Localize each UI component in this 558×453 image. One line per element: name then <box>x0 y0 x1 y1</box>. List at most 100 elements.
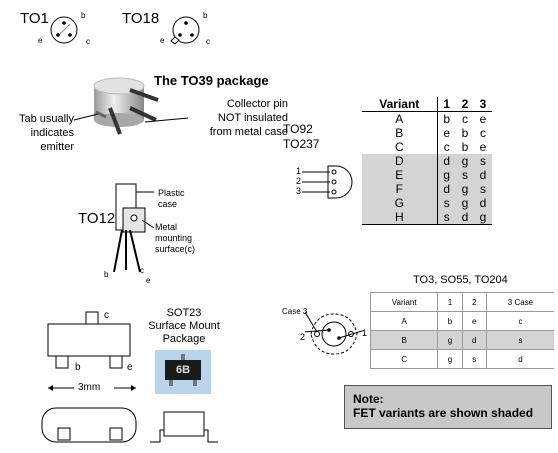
to3-header-cell: Variant <box>369 292 438 312</box>
variant-cell-pin: e <box>479 140 487 154</box>
to18-pin-e: e <box>160 36 165 45</box>
to18-pinout-icon <box>170 16 200 45</box>
sot23-title: SOT23 Surface Mount Package <box>143 307 225 346</box>
variant-cell-pin: g <box>437 168 456 182</box>
to18-pin-c: c <box>206 37 210 46</box>
to18-label: TO18 <box>122 10 160 27</box>
sot23-chip-marking: 6B <box>165 360 201 380</box>
to39-collector-line-1: Collector pin <box>226 98 288 110</box>
to92-pinout-icon <box>302 165 353 199</box>
variant-cell-pin: c <box>479 126 486 140</box>
variant-cell-name: H <box>362 210 438 225</box>
to1-pin-c: c <box>86 37 90 46</box>
to92-label: TO92 TO237 <box>283 122 319 152</box>
to126-metal-surface-note: Metal mounting surface(c) <box>155 222 195 255</box>
to39-title: The TO39 package <box>154 73 269 88</box>
to126-metal-line-1: Metal <box>155 222 178 232</box>
sot23-dimension-label: 3mm <box>78 382 101 393</box>
to3-cell-pin: c <box>485 311 554 331</box>
to1-pin-e: e <box>38 36 43 45</box>
variant-cell-pin: s <box>473 154 492 168</box>
to3-cell-pin: g <box>437 349 463 369</box>
variant-cell-name: E <box>362 168 438 182</box>
to3-package-icon <box>305 311 363 355</box>
to39-collector-line-2: NOT insulated <box>217 112 288 124</box>
to126-metal-line-2: mounting <box>155 233 193 243</box>
variant-cell-name: C <box>362 140 438 154</box>
variant-cell-pin: e <box>479 112 487 126</box>
to3-title: TO3, SO55, TO204 <box>413 274 508 286</box>
sot23-title-line-2: Surface Mount <box>148 320 220 332</box>
variant-cell-pin: s <box>437 210 456 225</box>
to3-header-cell: 3 Case <box>485 292 554 312</box>
to39-tab-line-3: emitter <box>40 141 74 153</box>
sot23-package-icon <box>47 311 131 369</box>
to92-pin-2: 2 <box>296 176 302 186</box>
variant-header-variant: Variant <box>362 97 438 112</box>
variant-cell-pin: d <box>473 196 492 210</box>
sot23-pin-e: e <box>127 362 133 373</box>
variant-cell-pin: b <box>461 140 469 154</box>
variant-cell-pin: e <box>443 126 451 140</box>
variant-cell-pin: s <box>455 168 474 182</box>
to3-case-label: Case 3 <box>282 307 308 316</box>
variant-cell-pin: d <box>473 168 492 182</box>
to3-cell-pin: d <box>485 349 554 369</box>
to39-collector-note: Collector pin NOT insulated from metal c… <box>188 97 288 139</box>
variant-cell-pin: c <box>461 112 468 126</box>
to3-pin1-label: 1 <box>362 328 368 338</box>
variant-cell-pin: d <box>437 154 456 168</box>
to3-cell-pin: e <box>461 311 487 331</box>
variant-cell-pin: c <box>443 140 450 154</box>
sot23-dimension-arrow <box>48 385 136 391</box>
to92-name: TO92 <box>283 122 313 136</box>
sot23-pin-b: b <box>75 362 81 373</box>
to126-package-icon <box>113 183 155 273</box>
variant-cell-pin: g <box>455 196 474 210</box>
to3-cell-variant: B <box>369 330 438 350</box>
to1-pinout-icon <box>50 16 78 44</box>
to3-cell-pin: d <box>461 330 487 350</box>
variant-header-1: 1 <box>437 97 456 112</box>
to126-plastic-line-1: Plastic <box>158 188 185 198</box>
variant-cell-pin: g <box>455 154 474 168</box>
to126-pin-c: c <box>140 266 144 275</box>
to39-collector-line-3: from metal case <box>209 126 288 138</box>
to126-plastic-case-note: Plastic case <box>158 188 185 210</box>
to39-package-icon <box>93 77 159 135</box>
to237-name: TO237 <box>283 137 320 151</box>
sot23-side-view-icon <box>41 407 137 443</box>
to126-plastic-line-2: case <box>158 199 178 209</box>
to126-pin-b: b <box>104 270 109 279</box>
variant-cell-name: F <box>362 182 438 196</box>
variant-cell-pin: d <box>437 182 456 196</box>
variant-cell-name: A <box>362 111 438 126</box>
variant-cell-pin: s <box>437 196 456 210</box>
note-box: Note: FET variants are shown shaded <box>344 385 552 429</box>
to3-header-cell: 1 <box>437 292 463 312</box>
variant-header-3: 3 <box>473 97 492 112</box>
to3-cell-pin: s <box>461 349 487 369</box>
note-heading: Note: <box>353 392 384 406</box>
to126-metal-line-3: surface(c) <box>155 244 196 254</box>
variant-cell-pin: g <box>473 210 492 225</box>
sot23-title-line-1: SOT23 <box>166 307 202 319</box>
variant-cell-name: G <box>362 196 438 210</box>
to3-cell-pin: g <box>437 330 463 350</box>
variant-cell-pin: b <box>443 112 451 126</box>
to126-pin-e: e <box>146 276 151 285</box>
to3-cell-variant: C <box>369 349 438 369</box>
to3-cell-variant: A <box>369 311 438 331</box>
to3-cell-pin: s <box>485 330 554 350</box>
variant-header-2: 2 <box>455 97 474 112</box>
